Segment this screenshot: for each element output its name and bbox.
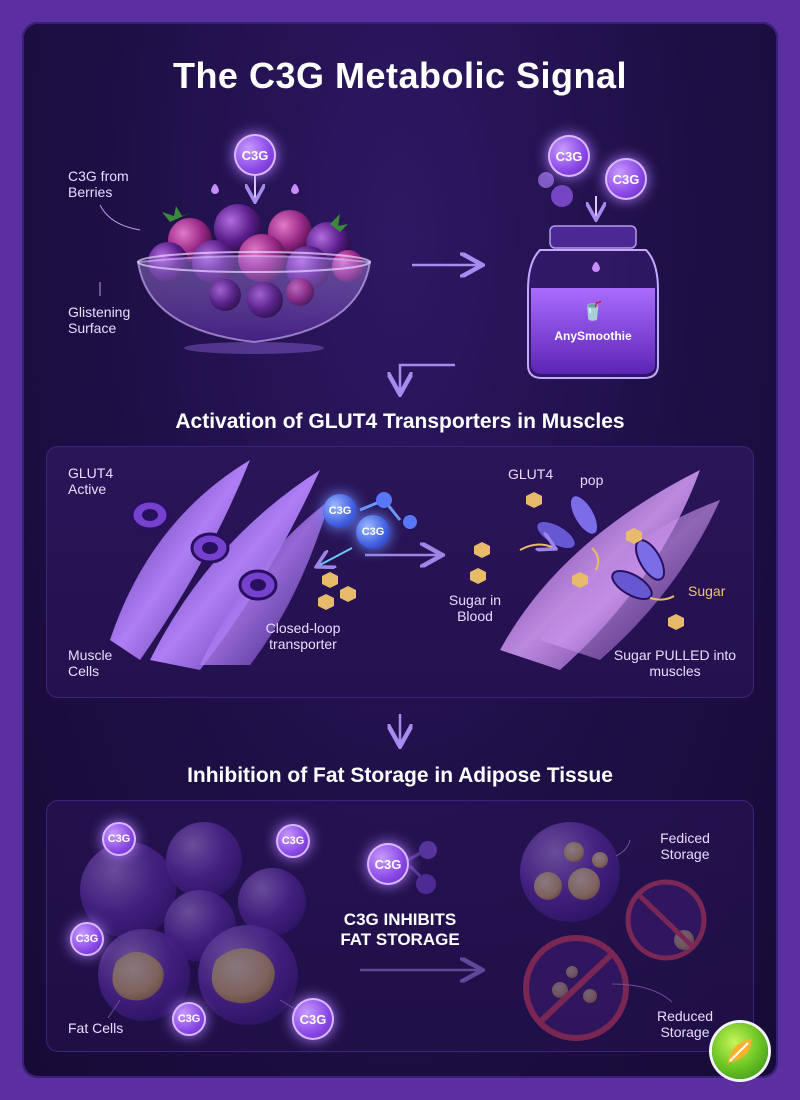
label-glut4-active: GLUT4 Active xyxy=(68,465,114,497)
fat-storage-panel xyxy=(46,800,754,1052)
label-pop: pop xyxy=(580,472,604,488)
c3g-pill: C3G xyxy=(605,158,647,200)
label-fediced-storage: Fediced Storage xyxy=(660,830,710,862)
drop-icon xyxy=(211,184,219,194)
c3g-pill: C3G xyxy=(234,134,276,176)
c3g-pill: C3G xyxy=(323,494,357,528)
c3g-pill: C3G xyxy=(102,822,136,856)
c3g-pill: C3G xyxy=(172,1002,206,1036)
section-heading-glut4: Activation of GLUT4 Transporters in Musc… xyxy=(175,410,625,433)
label-fat-cells: Fat Cells xyxy=(68,1020,124,1036)
label-muscle-cells: Muscle Cells xyxy=(68,647,113,679)
label-sugar: Sugar xyxy=(688,583,726,599)
cup-icon: 🥤 xyxy=(581,301,605,321)
arrow-down-icon xyxy=(400,363,455,392)
page-title: The C3G Metabolic Signal xyxy=(172,55,628,96)
label-glut4: GLUT4 xyxy=(508,466,554,482)
section-heading-fat: Inhibition of Fat Storage in Adipose Tis… xyxy=(187,764,613,787)
leaf-logo-icon xyxy=(712,1023,768,1079)
c3g-pill: C3G xyxy=(276,824,310,858)
label-reduced-storage: Reduced Storage xyxy=(656,1008,714,1040)
smoothie-jar xyxy=(527,225,659,379)
jar-brand-label: AnySmoothie xyxy=(554,329,632,343)
label-sugar-pulled: Sugar PULLED into muscles xyxy=(613,647,737,679)
c3g-pill: C3G xyxy=(70,922,104,956)
label-c3g-source: C3G from Berries xyxy=(68,168,129,200)
label-closed-loop: Closed-loop transporter xyxy=(265,620,341,652)
label-sugar-in-blood: Sugar in Blood xyxy=(448,592,502,624)
drop-icon xyxy=(592,262,600,272)
label-glistening-surface: Glistening Surface xyxy=(68,304,131,336)
c3g-pill: C3G xyxy=(367,843,409,885)
c3g-pill: C3G xyxy=(292,998,334,1040)
drop-icon xyxy=(291,184,299,194)
c3g-pill: C3G xyxy=(548,135,590,177)
c3g-pill: C3G xyxy=(356,515,390,549)
label-c3g-inhibits: C3G INHIBITS FAT STORAGE xyxy=(340,910,460,949)
